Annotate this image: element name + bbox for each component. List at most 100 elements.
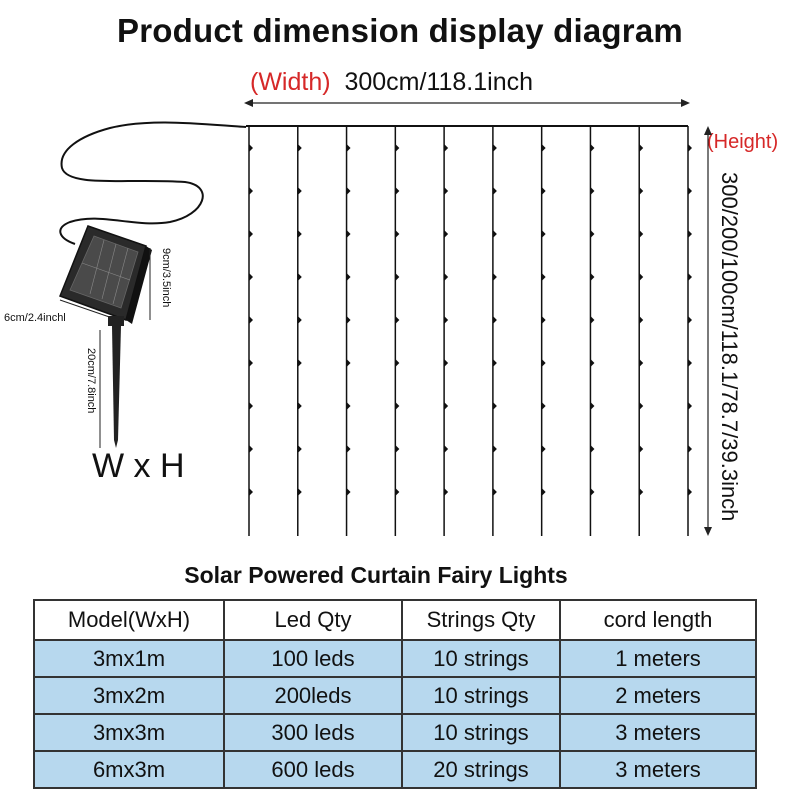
led-bulb [346, 316, 351, 324]
table-cell-led-qty: 600 leds [225, 752, 403, 787]
product-subtitle: Solar Powered Curtain Fairy Lights [184, 562, 568, 588]
height-arrow-head-bottom [704, 527, 712, 536]
table-header-led-qty: Led Qty [225, 601, 403, 641]
led-bulb [492, 359, 497, 367]
led-bulb [297, 187, 302, 195]
solar-cable [59, 121, 247, 245]
solar-panel [59, 225, 152, 324]
led-bulb [444, 445, 449, 453]
led-bulb [444, 144, 449, 152]
led-bulb [639, 187, 644, 195]
led-bulb [492, 316, 497, 324]
curtain-light-diagram [59, 99, 712, 536]
led-bulb [688, 273, 692, 281]
table-cell-model: 3mx2m [35, 678, 225, 715]
led-bulb [639, 316, 644, 324]
width-arrow-head-right [681, 99, 690, 107]
led-bulb [639, 230, 644, 238]
led-bulb [297, 230, 302, 238]
led-bulb [639, 144, 644, 152]
led-bulb [395, 273, 400, 281]
led-bulb [395, 445, 400, 453]
table-cell-led-qty: 200leds [225, 678, 403, 715]
led-bulb [541, 273, 546, 281]
table-cell-strings-qty: 10 strings [403, 715, 561, 752]
led-bulb [639, 273, 644, 281]
ground-stake [108, 316, 124, 448]
led-bulb [541, 187, 546, 195]
led-bulb [249, 273, 253, 281]
table-cell-cord-length: 3 meters [561, 752, 755, 787]
led-bulb [249, 445, 253, 453]
led-bulb [395, 187, 400, 195]
led-bulb [395, 488, 400, 496]
stake-length-label: 20cm/7.8inch [85, 348, 97, 414]
led-bulb [492, 488, 497, 496]
led-bulb [541, 144, 546, 152]
light-strings [248, 126, 692, 536]
table-cell-model: 6mx3m [35, 752, 225, 787]
led-bulb [590, 488, 595, 496]
led-bulb [492, 230, 497, 238]
table-header-row: Model(WxH) Led Qty Strings Qty cord leng… [35, 601, 755, 641]
led-bulb [444, 488, 449, 496]
table-cell-cord-length: 3 meters [561, 715, 755, 752]
led-bulb [249, 144, 253, 152]
led-bulb [688, 488, 692, 496]
width-dimension-label: (Width) 300cm/118.1inch [250, 68, 533, 97]
led-bulb [444, 230, 449, 238]
led-bulb [346, 273, 351, 281]
led-bulb [444, 273, 449, 281]
led-bulb [492, 445, 497, 453]
led-bulb [297, 359, 302, 367]
table-cell-strings-qty: 10 strings [403, 641, 561, 678]
table-cell-cord-length: 1 meters [561, 641, 755, 678]
table-row: 3mx2m 200leds 10 strings 2 meters [35, 678, 755, 715]
panel-width-guide [59, 299, 125, 323]
page-title: Product dimension display diagram [117, 12, 683, 49]
led-bulb [541, 230, 546, 238]
led-bulb [639, 402, 644, 410]
led-bulb [688, 359, 692, 367]
led-bulb [249, 488, 253, 496]
led-bulb [688, 402, 692, 410]
led-bulb [346, 230, 351, 238]
led-bulb [346, 144, 351, 152]
led-bulb [395, 359, 400, 367]
led-bulb [395, 402, 400, 410]
led-bulb [541, 359, 546, 367]
led-bulb [492, 402, 497, 410]
led-bulb [444, 359, 449, 367]
led-bulb [590, 187, 595, 195]
led-bulb [590, 273, 595, 281]
led-bulb [346, 187, 351, 195]
table-header-strings-qty: Strings Qty [403, 601, 561, 641]
led-bulb [346, 402, 351, 410]
table-row: 6mx3m 600 leds 20 strings 3 meters [35, 752, 755, 787]
table-cell-model: 3mx1m [35, 641, 225, 678]
table-header-model: Model(WxH) [35, 601, 225, 641]
led-bulb [444, 316, 449, 324]
led-bulb [346, 445, 351, 453]
table-row: 3mx1m 100 leds 10 strings 1 meters [35, 641, 755, 678]
led-bulb [639, 445, 644, 453]
led-bulb [297, 273, 302, 281]
panel-width-label: 6cm/2.4inchl [4, 312, 66, 324]
led-bulb [249, 359, 253, 367]
width-value: 300cm/118.1inch [344, 68, 534, 96]
spec-table: Model(WxH) Led Qty Strings Qty cord leng… [33, 599, 757, 789]
led-bulb [541, 488, 546, 496]
led-bulb [541, 445, 546, 453]
table-cell-strings-qty: 20 strings [403, 752, 561, 787]
table-row: 3mx3m 300 leds 10 strings 3 meters [35, 715, 755, 752]
led-bulb [541, 402, 546, 410]
led-bulb [688, 445, 692, 453]
wxh-label: W x H [92, 447, 185, 485]
table-cell-model: 3mx3m [35, 715, 225, 752]
led-bulb [444, 187, 449, 195]
led-bulb [590, 359, 595, 367]
led-bulb [688, 316, 692, 324]
led-bulb [492, 144, 497, 152]
width-arrow-head-left [244, 99, 253, 107]
led-bulb [639, 488, 644, 496]
